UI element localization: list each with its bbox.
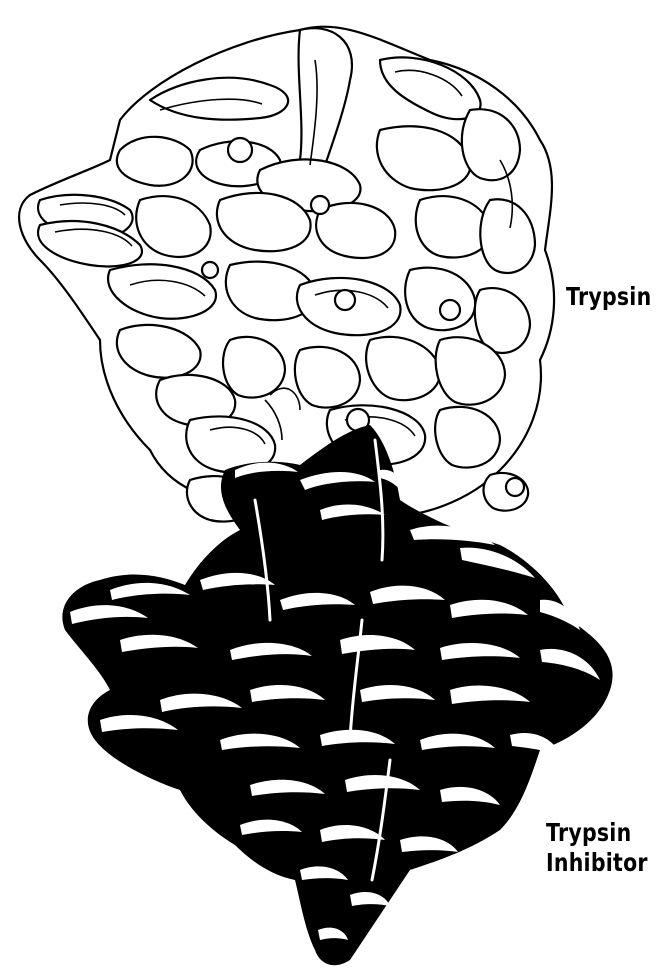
trypsin-inhibitor-structure <box>62 425 612 965</box>
trypsin-inhibitor-label: Trypsin Inhibitor <box>546 818 648 878</box>
trypsin-inhibitor-label-line1: Trypsin <box>546 818 648 848</box>
trypsin-structure <box>19 27 554 522</box>
trypsin-inhibitor-label-line2: Inhibitor <box>546 848 648 878</box>
trypsin-label: Trypsin <box>566 282 651 312</box>
